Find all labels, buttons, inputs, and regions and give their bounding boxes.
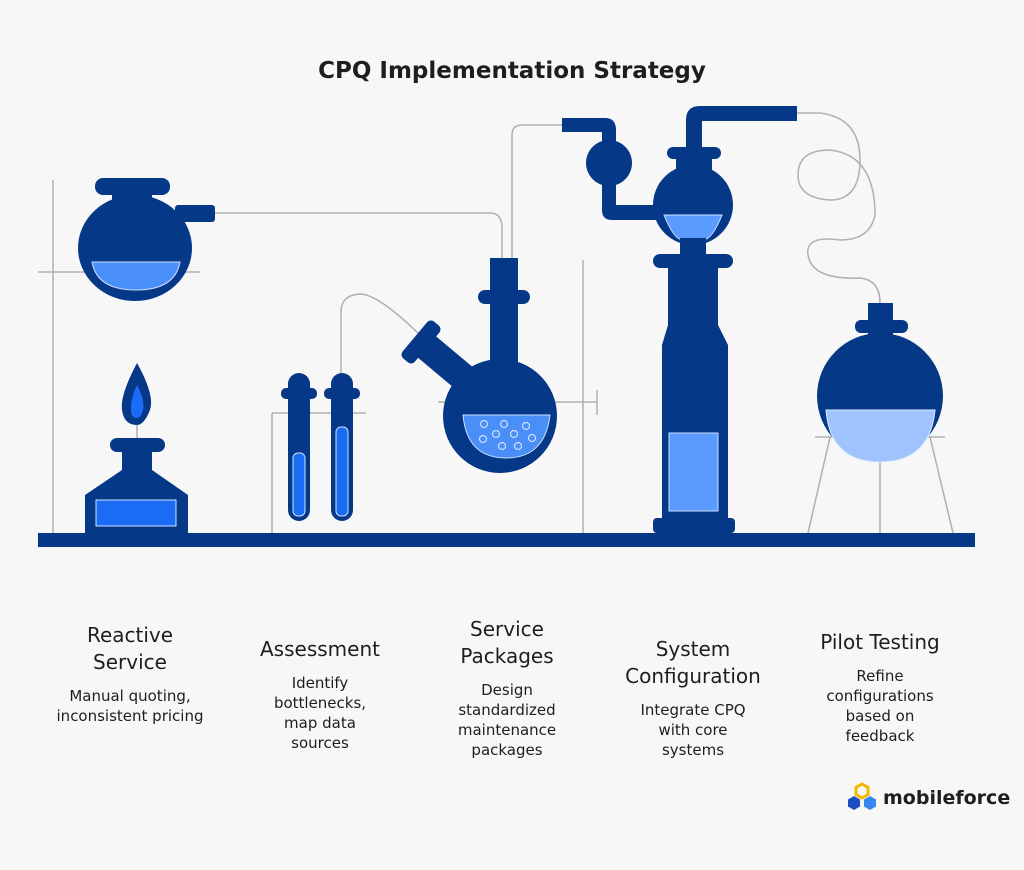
distillation-column — [562, 106, 797, 533]
side-arm-flask — [401, 258, 557, 473]
burner — [85, 363, 188, 533]
step-pilot-testing: Pilot Testing Refine configurations base… — [790, 629, 970, 746]
step-description: Manual quoting, inconsistent pricing — [56, 687, 204, 725]
step-reactive-service: Reactive Service Manual quoting, inconsi… — [40, 622, 220, 726]
retort-flask — [78, 178, 215, 301]
step-description: Design standardized maintenance packages — [457, 681, 557, 759]
step-assessment: Assessment Identify bottlenecks, map dat… — [230, 636, 410, 753]
step-heading: Reactive Service — [86, 623, 174, 674]
step-heading: Service Packages — [460, 617, 554, 668]
step-description: Refine configurations based on feedback — [826, 667, 934, 745]
brand-logo: mobileforce — [845, 782, 1010, 814]
step-description: Integrate CPQ with core systems — [640, 701, 746, 759]
page-title: CPQ Implementation Strategy — [318, 58, 706, 84]
test-tubes — [281, 373, 360, 521]
lab-bench — [38, 533, 975, 547]
step-system-configuration: System Configuration Integrate CPQ with … — [603, 636, 783, 760]
step-heading: Pilot Testing — [820, 630, 940, 654]
mobileforce-logo-icon — [848, 782, 876, 810]
step-description: Identify bottlenecks, map data sources — [273, 674, 367, 752]
round-bottom-flask — [817, 303, 943, 463]
step-heading: Assessment — [260, 637, 380, 661]
step-service-packages: Service Packages Design standardized mai… — [417, 616, 597, 760]
step-heading: System Configuration — [625, 637, 761, 688]
brand-name: mobileforce — [883, 787, 1011, 809]
